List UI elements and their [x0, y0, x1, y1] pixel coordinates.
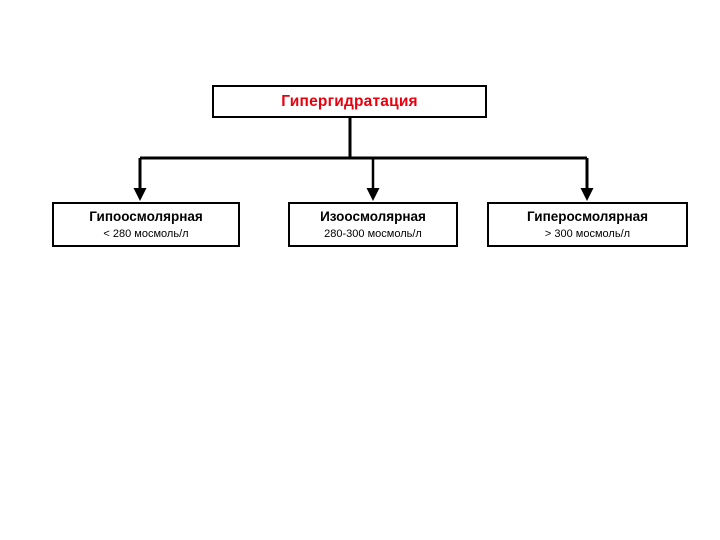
node-hyperosmolar-value: > 300 мосмоль/л [544, 227, 631, 240]
arrowhead-middle [366, 188, 380, 201]
node-hypergidratatsiya: Гипергидратация [212, 85, 487, 118]
node-hypoosmolar-value: < 280 мосмоль/л [103, 227, 189, 240]
node-root-title: Гипергидратация [281, 92, 418, 110]
node-isoosmolar-value: 280-300 мосмоль/л [324, 227, 422, 240]
node-isoosmolar-title: Изоосмолярная [320, 209, 426, 225]
node-hypoosmolar: Гипоосмолярная < 280 мосмоль/л [52, 202, 240, 247]
node-isoosmolar: Изоосмолярная 280-300 мосмоль/л [288, 202, 458, 247]
node-hypoosmolar-title: Гипоосмолярная [89, 209, 203, 225]
node-hyperosmolar: Гиперосмолярная > 300 мосмоль/л [487, 202, 688, 247]
node-hyperosmolar-title: Гиперосмолярная [526, 209, 649, 225]
arrowhead-right [580, 188, 594, 201]
arrowhead-left [133, 188, 147, 201]
